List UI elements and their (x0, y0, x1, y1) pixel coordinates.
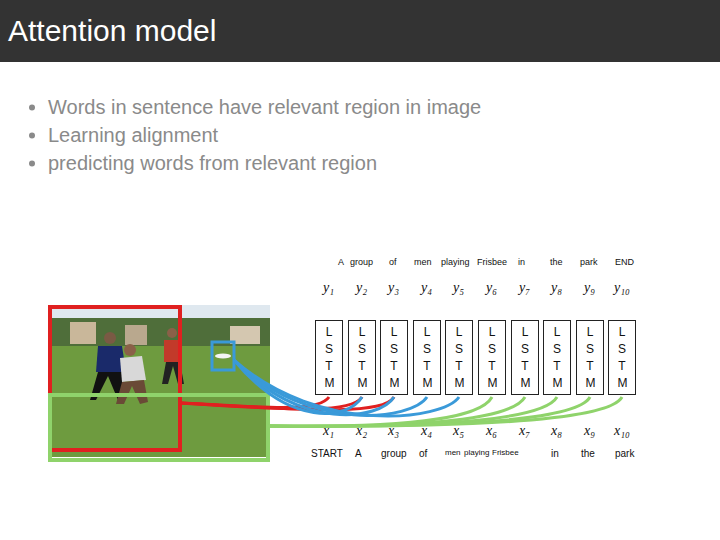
input-symbol: x₆ (486, 423, 497, 439)
bullet-text: Words in sentence have relevant region i… (48, 96, 481, 119)
lstm-label: L S T M (455, 324, 464, 392)
person-head (124, 344, 136, 356)
output-word: Frisbee (477, 257, 507, 267)
alignment-curve (268, 397, 590, 426)
lstm-label: L S T M (390, 324, 399, 392)
output-word: of (389, 257, 397, 267)
input-word: START (311, 448, 343, 459)
lstm-box: L S T M (608, 320, 636, 395)
lstm-label: L S T M (618, 324, 627, 392)
house (125, 325, 147, 345)
lstm-label: L S T M (553, 324, 562, 392)
house (70, 322, 96, 344)
person-legs (116, 380, 148, 404)
output-word: the (550, 257, 563, 267)
slide-title: Attention model (8, 14, 216, 48)
lstm-label: L S T M (521, 324, 530, 392)
output-symbol: y₆ (486, 280, 497, 296)
output-word: park (580, 257, 598, 267)
output-word: in (518, 257, 525, 267)
alignment-curve (268, 397, 622, 426)
bullet-dot (29, 133, 35, 139)
lstm-label: L S T M (586, 324, 595, 392)
lstm-label: L S T M (423, 324, 432, 392)
input-word: park (615, 448, 634, 459)
sky (48, 305, 270, 457)
output-symbol: y₁ (323, 280, 334, 296)
lstm-box: L S T M (543, 320, 571, 395)
output-symbol: y₄ (421, 280, 432, 296)
lstm-box: L S T M (315, 320, 343, 395)
input-word: playing (464, 448, 489, 457)
input-word: of (419, 448, 427, 459)
input-symbol: x₉ (584, 423, 595, 439)
person-shirt (120, 356, 146, 382)
output-symbol: y₅ (453, 280, 464, 296)
attention-region (50, 307, 180, 450)
lstm-box: L S T M (380, 320, 408, 395)
input-word: in (551, 448, 559, 459)
input-symbol: x₁ (323, 423, 334, 439)
attention-region (212, 342, 234, 370)
trees (48, 318, 270, 348)
output-symbol: y₂ (356, 280, 367, 296)
input-word: group (381, 448, 407, 459)
output-symbol: y₃ (388, 280, 399, 296)
input-word: men (445, 448, 461, 457)
input-symbol: x₁₀ (614, 423, 630, 439)
output-word: END (615, 257, 634, 267)
input-word: the (581, 448, 595, 459)
output-symbol: y₉ (584, 280, 595, 296)
lstm-label: L S T M (488, 324, 497, 392)
input-symbol: x₄ (421, 423, 432, 439)
lstm-box: L S T M (576, 320, 604, 395)
output-word: men (414, 257, 432, 267)
bullet-text: predicting words from relevant region (48, 152, 377, 175)
lstm-label: L S T M (358, 324, 367, 392)
input-symbol: x₇ (519, 423, 530, 439)
lstm-box: L S T M (445, 320, 473, 395)
bullet-dot (29, 105, 35, 111)
output-symbol: y₇ (519, 280, 530, 296)
input-symbol: x₃ (388, 423, 399, 439)
output-word: A (338, 257, 344, 267)
lstm-label: L S T M (325, 324, 334, 392)
input-symbol: x₈ (551, 423, 562, 439)
frisbee (215, 354, 231, 359)
input-word: A (355, 448, 362, 459)
photo (48, 305, 270, 457)
output-symbol: y₁₀ (614, 280, 630, 296)
bullet-dot (29, 161, 35, 167)
input-word: Frisbee (492, 448, 519, 457)
lstm-box: L S T M (413, 320, 441, 395)
lstm-box: L S T M (478, 320, 506, 395)
input-symbol: x₂ (356, 423, 367, 439)
bullet-text: Learning alignment (48, 124, 218, 147)
lstm-box: L S T M (511, 320, 539, 395)
person-head (167, 328, 177, 338)
person-head (104, 332, 116, 344)
output-word: playing (441, 257, 470, 267)
input-symbol: x₅ (453, 423, 464, 439)
output-symbol: y₈ (551, 280, 562, 296)
output-word: group (350, 257, 373, 267)
lstm-box: L S T M (348, 320, 376, 395)
